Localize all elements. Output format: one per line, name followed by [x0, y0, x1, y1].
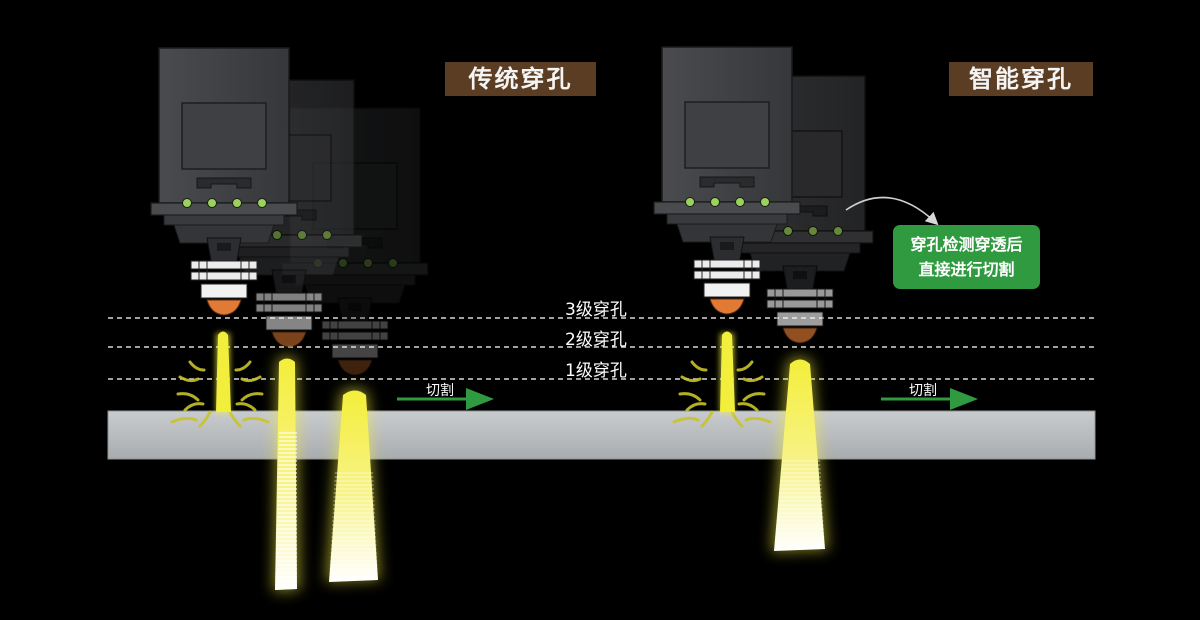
title-smart: 智能穿孔	[949, 62, 1093, 96]
note-line-1: 穿孔检测穿透后	[910, 235, 1023, 254]
title-traditional: 传统穿孔	[445, 62, 596, 96]
traditional-group	[150, 47, 429, 592]
smart-group	[653, 46, 874, 552]
level-label-1: 1级穿孔	[565, 361, 627, 381]
beam-smart-1	[720, 331, 735, 413]
level-label-3: 3级穿孔	[565, 300, 627, 320]
cut-arrow-left	[397, 388, 494, 410]
note-pointer-arrow	[845, 196, 939, 226]
beam-traditional-2	[273, 356, 300, 592]
cut-label-right: 切割	[909, 383, 937, 399]
note-line-2: 直接进行切割	[918, 260, 1015, 279]
workpiece-plate	[108, 411, 1095, 459]
cut-arrow-right	[881, 388, 978, 410]
cut-label-left: 切割	[426, 383, 454, 399]
note-box: 穿孔检测穿透后 直接进行切割	[893, 225, 1040, 289]
beam-traditional-1	[216, 331, 231, 413]
laser-head-smart-pierce	[653, 46, 801, 315]
beam-smart-2	[771, 357, 828, 552]
level-label-2: 2级穿孔	[565, 330, 627, 350]
beam-traditional-3	[326, 388, 380, 582]
